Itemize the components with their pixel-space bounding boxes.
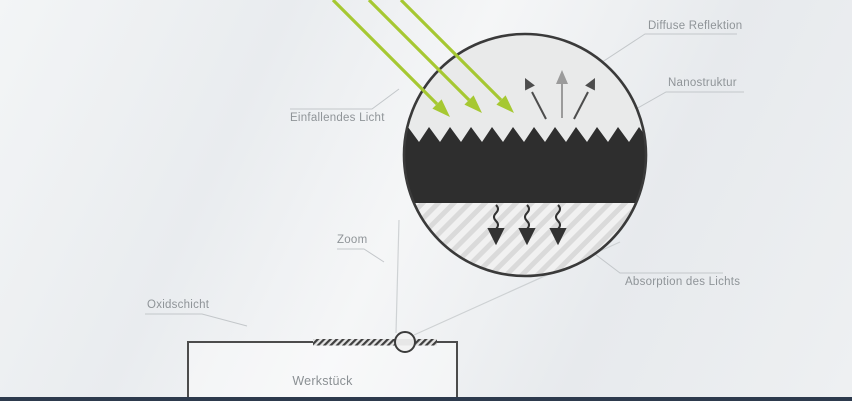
- workpiece-group: [187, 331, 458, 401]
- reflection-arrow-right-head: [585, 78, 595, 91]
- zoom-source-texture: [395, 339, 415, 346]
- absorption-arrow-wave: [555, 204, 561, 230]
- incident-light-arrows: [331, 0, 514, 117]
- incident-light-arrow-1: [331, 0, 439, 106]
- oxide-layer-strip: [313, 339, 437, 346]
- nanostructure-band: [404, 127, 646, 203]
- zoom-source-circle-outline: [394, 331, 416, 353]
- absorption-arrow-wave: [524, 204, 530, 230]
- reflection-arrow-middle-head: [556, 70, 568, 84]
- incident-light-arrow-3-head: [496, 95, 514, 113]
- label-leader-lines: [145, 33, 744, 327]
- leader-nanostructure: [628, 91, 744, 114]
- reflection-arrow-left-head: [525, 78, 535, 91]
- absorption-arrows: [487, 204, 567, 246]
- leader-oxide-layer: [145, 313, 248, 327]
- label-diffuse-reflection: Diffuse Reflektion: [648, 20, 743, 32]
- absorption-arrow-head: [487, 228, 505, 246]
- zoom-circle: [402, 32, 648, 278]
- zoom-circle-outline: [402, 32, 648, 278]
- absorption-arrow-head: [518, 228, 536, 246]
- label-absorption: Absorption des Lichts: [625, 276, 741, 288]
- label-incident-light: Einfallendes Licht: [290, 112, 385, 124]
- label-oxide-layer: Oxidschicht: [147, 299, 210, 311]
- incident-light-arrow-3: [399, 0, 503, 102]
- leader-incident-light: [290, 88, 400, 110]
- reflection-arrows: [525, 70, 595, 120]
- label-zoom: Zoom: [337, 234, 368, 246]
- reflection-arrow-right: [573, 91, 589, 120]
- incident-light-arrow-1-head: [432, 99, 450, 117]
- absorption-arrow-wave: [493, 204, 499, 230]
- leader-zoom: [337, 248, 385, 263]
- bottom-accent-bar: [0, 397, 852, 401]
- reflection-arrow-left: [531, 91, 547, 120]
- leader-diffuse-reflection: [583, 33, 737, 75]
- label-nanostructure: Nanostruktur: [668, 77, 737, 89]
- incident-light-arrow-2: [367, 0, 471, 102]
- label-workpiece: Werkstück: [292, 374, 353, 388]
- incident-light-arrow-2-head: [464, 95, 482, 113]
- absorption-arrow-head: [549, 228, 567, 246]
- workpiece-rect: [187, 341, 458, 401]
- zoom-connector-left-line: [395, 219, 400, 334]
